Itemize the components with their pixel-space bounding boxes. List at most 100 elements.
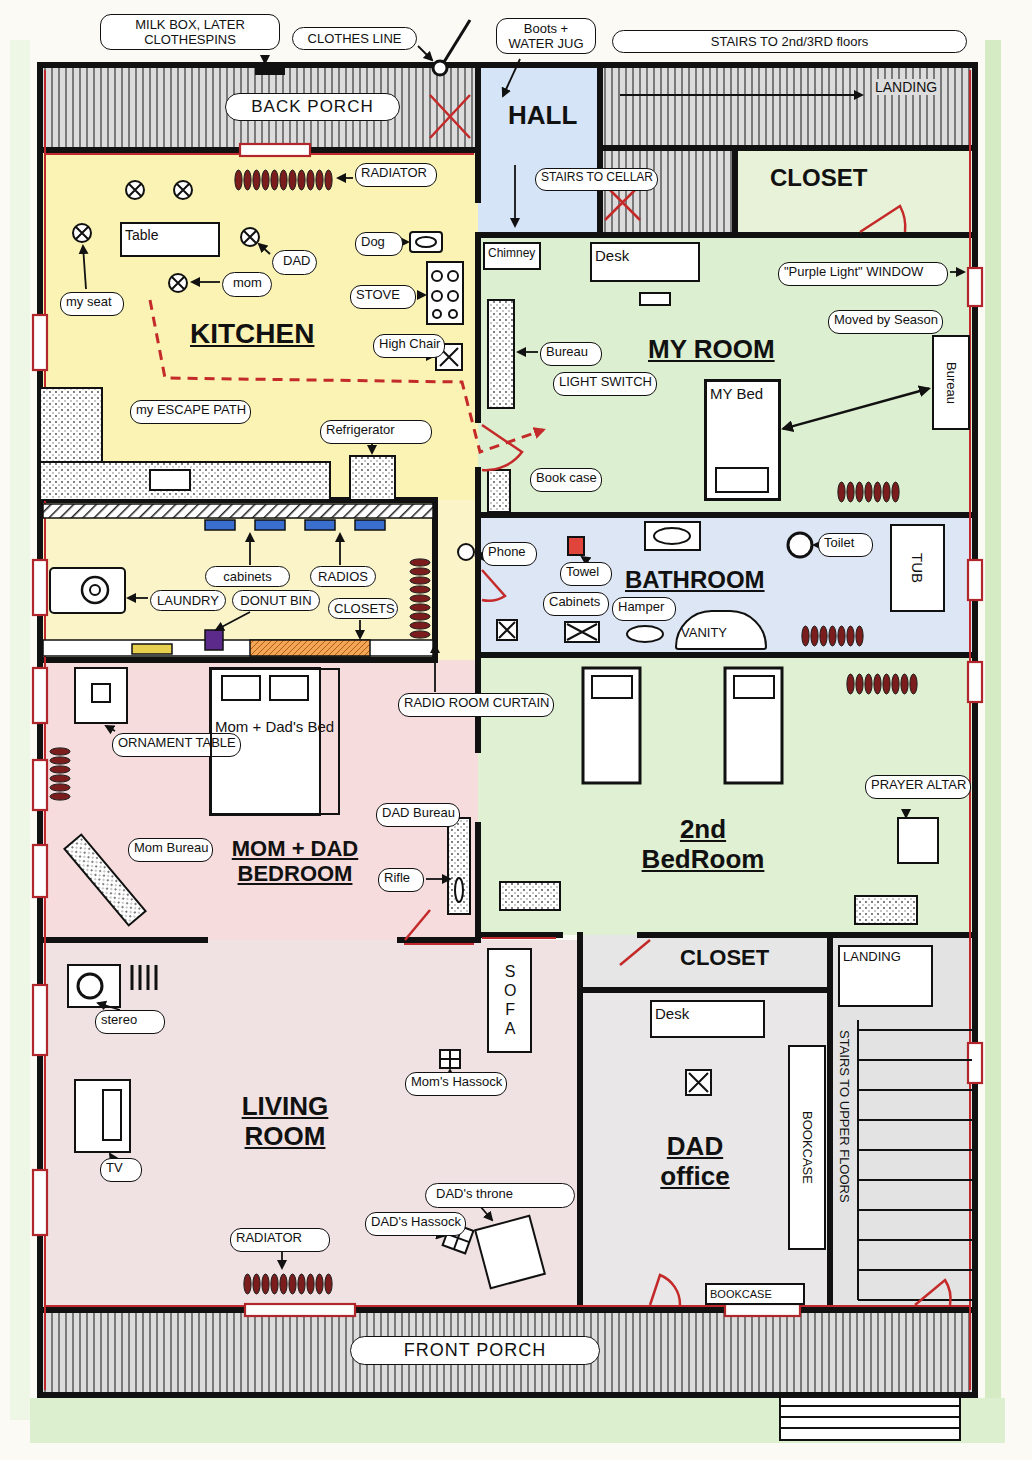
office-room: DAD officeDeskBOOKCASEBOOKCASE	[580, 990, 830, 1310]
callout-bubble: Boots + WATER JUG	[496, 18, 596, 54]
room-fills-part	[40, 1310, 975, 1395]
node-label: RADIATOR	[236, 1231, 302, 1246]
callout-oval: CLOTHES LINE	[292, 27, 417, 50]
leader-arrows-part	[83, 246, 86, 289]
callout-bubble: Mom's Hassock	[405, 1072, 507, 1096]
node-label: PRAYER ALTAR	[871, 778, 966, 793]
node-label: TUB	[909, 553, 926, 583]
front-steps-part	[780, 1395, 960, 1440]
bedroom-furniture-part	[734, 676, 774, 698]
bedroom-furniture-part	[898, 818, 938, 863]
bookcase-box: BOOKCASE	[705, 1283, 805, 1305]
closet-band-part	[205, 630, 223, 650]
callout-bubble: STOVE	[350, 285, 416, 309]
leader-arrows-part	[418, 46, 432, 60]
room-label: MOM + DAD BEDROOM	[220, 836, 370, 887]
callout-bubble: Moved by Season	[828, 310, 943, 334]
radiators-part	[837, 480, 900, 504]
callout-bubble: LIGHT SWITCH	[553, 372, 657, 396]
closet-band-part	[43, 640, 433, 656]
callout-bubble: Cabinets	[543, 592, 609, 616]
closet-room: CLOSET	[735, 150, 975, 235]
kitchen-furniture-part	[449, 310, 457, 318]
living-furniture-part	[68, 965, 120, 1007]
bureau-box: Bureau	[932, 335, 970, 430]
node-label: Dog	[361, 235, 385, 250]
red-wall-accents	[45, 70, 970, 1390]
node-label: "Purple Light" WINDOW	[784, 265, 923, 280]
callout-bubble: Towel	[560, 562, 612, 586]
node-label: RADIO ROOM CURTAIN	[404, 696, 549, 711]
kitchen-furniture-part	[76, 227, 88, 239]
windows-part	[968, 560, 982, 600]
room-label: DAD office	[630, 1132, 760, 1192]
callout-bubble: my seat	[60, 292, 124, 316]
leader-arrows-part	[620, 94, 862, 96]
kitchen-furniture-part	[432, 291, 442, 301]
node-label: stereo	[101, 1013, 137, 1028]
node-label: Moved by Season	[834, 313, 938, 328]
kitchen-furniture-part	[416, 237, 436, 247]
bedroom-furniture-part	[855, 896, 917, 924]
walls-part	[478, 652, 975, 658]
room-fills-part	[478, 655, 975, 935]
callout-oval: DAD	[272, 250, 317, 275]
room-fills-part	[478, 235, 975, 515]
leader-arrows-part	[814, 544, 816, 546]
vanity-shape: VANITY	[675, 610, 767, 650]
radiators	[48, 168, 918, 1296]
node-label: Bureau	[944, 362, 959, 404]
callout-oval: mom	[222, 272, 272, 297]
node-label: Towel	[566, 565, 599, 580]
bedroom-room: 2nd BedRoomPRAYER ALTAR	[478, 655, 975, 935]
node-label: Rifle	[384, 871, 410, 886]
closet-band-part	[255, 520, 285, 530]
my-room-furniture-part	[488, 470, 510, 512]
radiators-part	[234, 168, 333, 192]
door-swings-part	[482, 425, 522, 470]
door-swings-part	[650, 1275, 680, 1305]
walls-part	[478, 932, 975, 938]
node-label: MILK BOX, LATER CLOTHESPINS	[106, 17, 274, 47]
node-label: CLOTHES LINE	[303, 31, 406, 46]
closet-band	[43, 504, 433, 656]
bedroom-furniture-part	[455, 878, 463, 902]
callout-bubble: DONUT BIN	[232, 590, 320, 611]
node-label: Refrigerator	[326, 423, 395, 438]
bathroom-fixtures-part	[499, 622, 515, 638]
callout-bubble: RADIATOR	[355, 163, 437, 187]
room-fills-part	[40, 940, 580, 1310]
closet-band-part	[205, 520, 235, 530]
closet-band-part	[43, 504, 433, 518]
room-fills-part	[830, 935, 975, 1310]
leader-arrows-part	[950, 271, 964, 273]
bedroom-furniture-part	[448, 818, 470, 914]
room-fills-part	[580, 935, 830, 990]
walls-part	[597, 148, 603, 235]
callout-bubble: LAUNDRY	[150, 590, 226, 611]
leader-arrows-part	[128, 597, 148, 599]
callout-bubble: MILK BOX, LATER CLOTHESPINS	[100, 14, 280, 50]
node-label: my ESCAPE PATH	[136, 403, 246, 418]
leader-arrows-part	[480, 1206, 492, 1220]
node-label: Toilet	[824, 536, 854, 551]
callout-bubble: RADIOS	[310, 566, 376, 587]
node-label: Desk	[595, 247, 629, 264]
my-room-furniture	[488, 293, 780, 512]
office-stairs-part	[857, 1020, 859, 1300]
front-steps-part	[780, 1416, 960, 1418]
kitchen-furniture-part	[169, 274, 187, 292]
leader-arrows-part	[339, 534, 341, 565]
leader-arrows-part	[192, 281, 220, 283]
windows-part	[245, 1304, 355, 1316]
node-label: LANDING	[843, 950, 901, 965]
callout-oval: STAIRS TO 2nd/3RD floors	[612, 30, 967, 53]
leader-arrows-part	[264, 55, 266, 63]
node-label: Chimney	[488, 247, 535, 261]
room-label: CLOSET	[770, 164, 867, 192]
radiators-part	[801, 624, 864, 648]
node-label: Boots + WATER JUG	[502, 21, 590, 51]
walls-part	[40, 500, 435, 660]
